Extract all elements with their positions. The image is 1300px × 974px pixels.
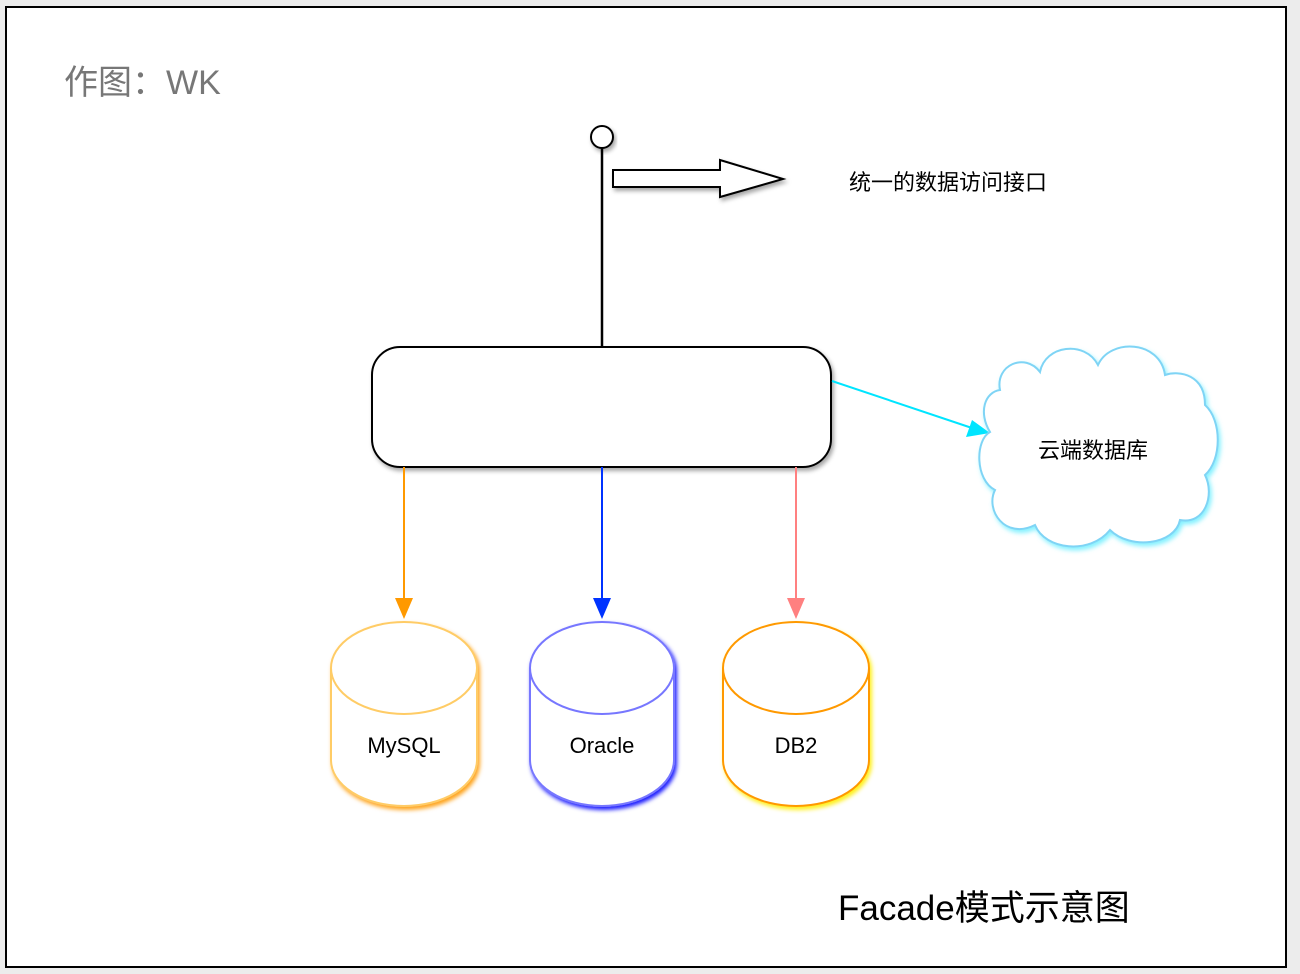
cloud-database-label: 云端数据库 [1038, 438, 1149, 463]
db2-label: DB2 [774, 733, 818, 758]
cloud-connector [831, 380, 973, 429]
mysql-arrowhead-icon [395, 598, 413, 619]
mysql-database-icon[interactable] [330, 621, 478, 807]
author-label: 作图：WK [64, 64, 221, 102]
interface-label: 统一的数据访问接口 [849, 170, 1048, 195]
oracle-arrowhead-icon [593, 598, 611, 619]
interface-block-arrow-icon [612, 158, 787, 199]
db2-database-icon[interactable] [722, 621, 870, 807]
diagram-caption: Facade模式示意图 [838, 889, 1130, 928]
oracle-database-icon[interactable] [529, 621, 675, 807]
interface-port-icon [590, 125, 614, 149]
db2-arrowhead-icon [787, 598, 805, 619]
oracle-label: Oracle [569, 733, 635, 758]
facade-box[interactable] [371, 346, 832, 468]
mysql-label: MySQL [367, 733, 441, 758]
cloud-database-shape[interactable] [978, 345, 1219, 548]
cloud-connector-arrowhead-icon [966, 420, 990, 437]
